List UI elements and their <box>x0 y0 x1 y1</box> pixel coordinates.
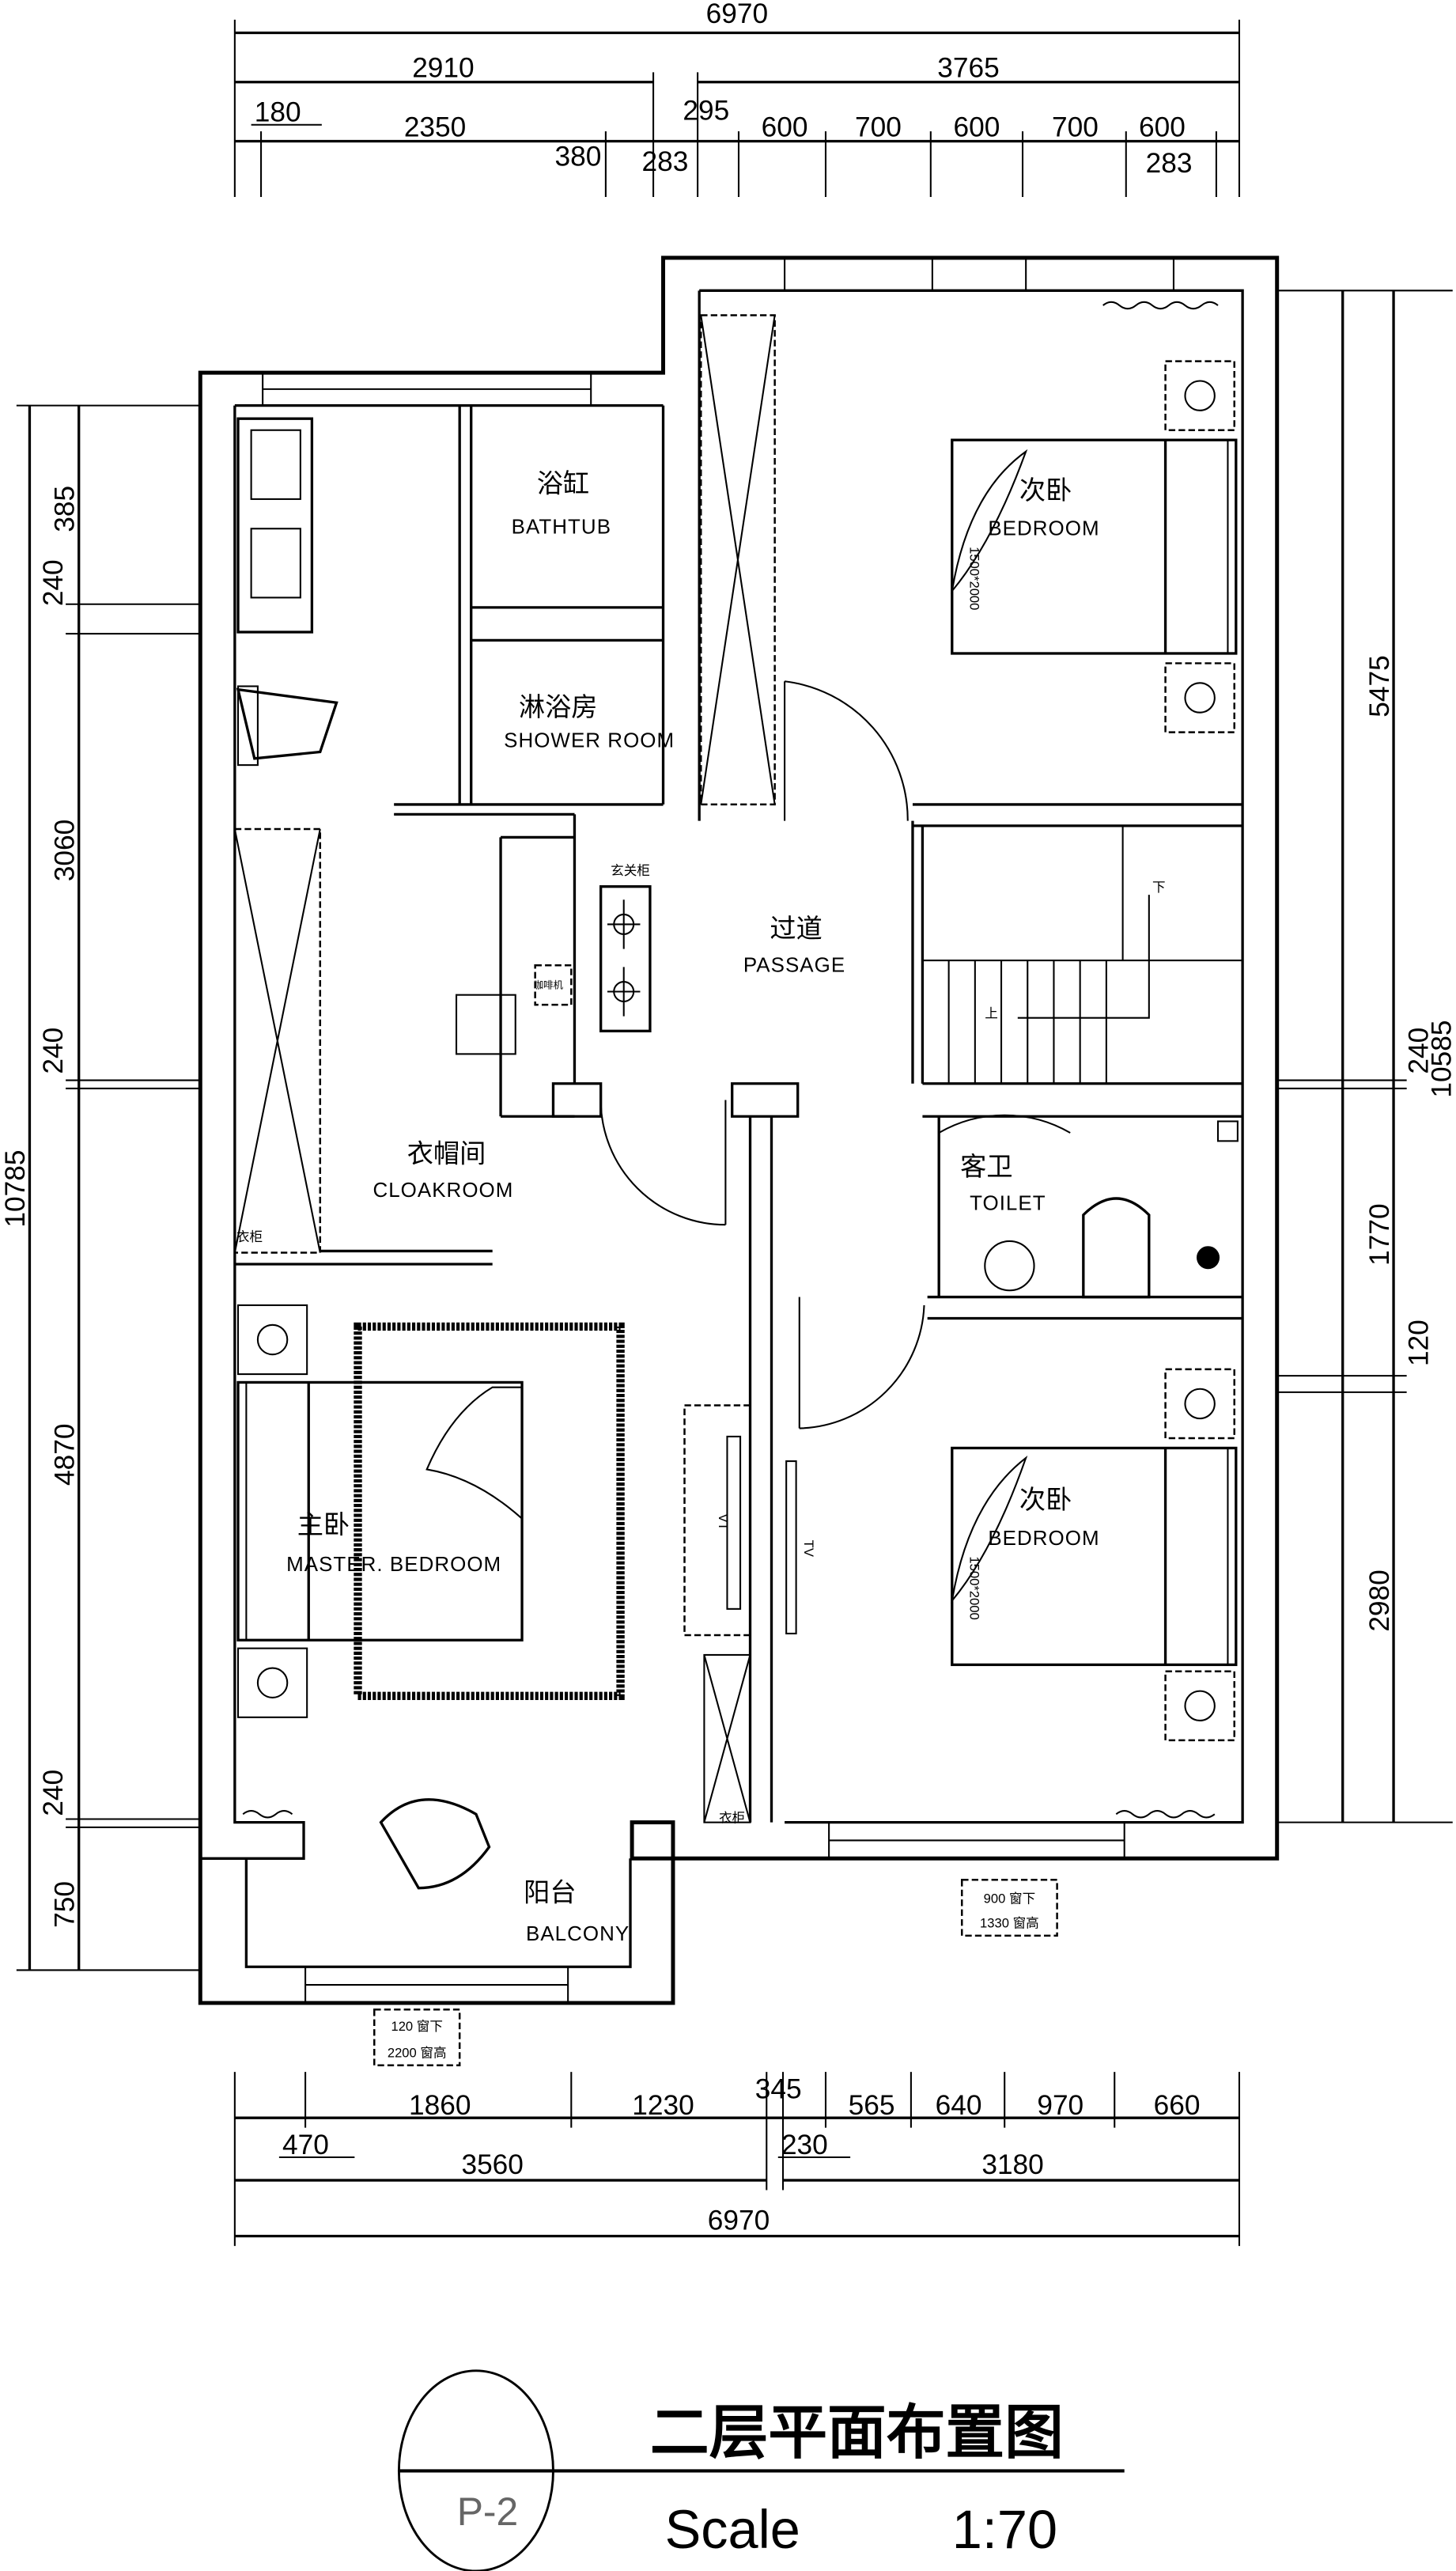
dim-right-240: 240 <box>1404 1028 1435 1074</box>
dim-top-283a: 283 <box>642 146 689 177</box>
dim-left-overall: 10785 <box>0 1150 31 1228</box>
window-note-bedroom-height: 1330 窗高 <box>980 1915 1039 1930</box>
dim-bottom-3180: 3180 <box>981 2149 1043 2180</box>
stairs-down-label: 下 <box>1152 880 1166 895</box>
window-note-balcony: 120 窗下 2200 窗高 <box>373 2008 461 2067</box>
right-dimensions: 5475 240 10585 1770 120 2980 <box>1276 290 1456 1823</box>
dim-left-240c: 240 <box>38 1770 69 1816</box>
left-dimensions: 10785 385 240 3060 240 4870 240 750 <box>0 404 201 1971</box>
dim-top-600c: 600 <box>1139 112 1186 142</box>
dim-bottom-230: 230 <box>781 2130 828 2160</box>
dim-bottom-470: 470 <box>282 2130 329 2160</box>
coffee-machine-label: 咖啡机 <box>534 979 564 990</box>
furniture: 衣柜 衣柜 玄关柜 咖啡机 VT TV <box>233 301 1239 1890</box>
wardrobe-master: 衣柜 <box>703 1653 751 1826</box>
dim-top-380: 380 <box>555 142 602 172</box>
dim-top-2910: 2910 <box>412 53 474 84</box>
dim-left-385: 385 <box>49 486 80 532</box>
bed-size-bottom: 1500*2000 <box>967 1556 982 1619</box>
dim-bottom-970: 970 <box>1037 2090 1083 2121</box>
dim-bottom-565: 565 <box>849 2090 895 2121</box>
bedroom-bed-bottom: 1500*2000 <box>951 1368 1238 1742</box>
dim-left-240a: 240 <box>38 559 69 606</box>
cloakroom-label-cn: 衣帽间 <box>407 1139 486 1168</box>
walls: 下 上 <box>198 256 1280 2005</box>
dim-top-3765: 3765 <box>937 53 999 84</box>
dim-top-700a: 700 <box>855 112 902 142</box>
dim-bottom-overall: 6970 <box>708 2205 770 2236</box>
window-note-bedroom-sill: 900 窗下 <box>984 1891 1035 1906</box>
dim-top-700b: 700 <box>1052 112 1099 142</box>
dim-right-120: 120 <box>1404 1320 1435 1366</box>
balcony-label-en: BALCONY <box>526 1923 630 1945</box>
shower-label-en: SHOWER ROOM <box>504 729 675 752</box>
master-label-cn: 主卧 <box>297 1510 350 1539</box>
bedroom-bed-top: 1500*2000 <box>951 360 1238 733</box>
wardrobe-bottom-label: 衣柜 <box>719 1811 745 1826</box>
dim-left-750: 750 <box>49 1881 80 1928</box>
bedroom-bottom-label-en: BEDROOM <box>988 1528 1099 1550</box>
dim-bottom-1860: 1860 <box>409 2090 471 2121</box>
dim-left-3060: 3060 <box>49 820 80 881</box>
window-note-bedroom: 900 窗下 1330 窗高 <box>960 1879 1058 1937</box>
dim-top-180: 180 <box>255 97 301 128</box>
bathtub-label-en: BATHTUB <box>512 516 611 538</box>
dim-right-2980: 2980 <box>1364 1569 1395 1631</box>
shower-label-cn: 淋浴房 <box>519 693 598 722</box>
tv-left-label: VT <box>716 1513 731 1530</box>
dim-right-5475: 5475 <box>1364 655 1395 717</box>
bedroom-top-label-cn: 次卧 <box>1019 476 1072 505</box>
dim-bottom-345: 345 <box>755 2073 802 2104</box>
master-label-en: MASTER. BEDROOM <box>286 1554 501 1576</box>
wardrobe-cloakroom: 衣柜 <box>233 827 322 1254</box>
bed-size-top: 1500*2000 <box>967 547 982 610</box>
dim-left-4870: 4870 <box>49 1424 80 1486</box>
tv-right-label: TV <box>801 1540 816 1557</box>
bathtub-label-cn: 浴缸 <box>537 470 589 499</box>
dim-right-1770: 1770 <box>1364 1203 1395 1265</box>
master-bed <box>236 1304 625 1718</box>
passage-label-en: PASSAGE <box>743 955 845 977</box>
scale-label: Scale <box>665 2499 800 2560</box>
dim-left-240b: 240 <box>38 1028 69 1074</box>
top-dimensions: 6970 2910 3765 180 2350 380 283 295 600 … <box>233 0 1241 198</box>
wardrobe-passage <box>700 314 776 806</box>
dim-top-2350: 2350 <box>404 112 466 142</box>
cloakroom-label-en: CLOAKROOM <box>373 1179 513 1202</box>
passage-label-cn: 过道 <box>770 914 822 944</box>
dim-bottom-660: 660 <box>1154 2090 1201 2121</box>
dim-bottom-1230: 1230 <box>632 2090 694 2121</box>
dim-right-overall: 10585 <box>1427 1020 1456 1098</box>
dim-bottom-640: 640 <box>936 2090 982 2121</box>
dim-top-283b: 283 <box>1146 148 1193 179</box>
window-note-balcony-height: 2200 窗高 <box>388 2045 447 2060</box>
dim-top-600a: 600 <box>762 112 808 142</box>
scale-value: 1:70 <box>952 2499 1057 2560</box>
bedroom-bottom-label-cn: 次卧 <box>1019 1486 1072 1515</box>
wardrobe-left-label: 衣柜 <box>236 1229 263 1244</box>
dim-bottom-3560: 3560 <box>461 2149 523 2180</box>
stairs-up-label: 上 <box>985 1006 998 1021</box>
drawing-title: 二层平面布置图 <box>650 2399 1064 2466</box>
room-labels: 浴缸 BATHTUB 淋浴房 SHOWER ROOM 次卧 BEDROOM 过道… <box>286 470 1099 1945</box>
dim-top-overall: 6970 <box>706 0 768 29</box>
balcony-label-cn: 阳台 <box>524 1878 576 1907</box>
bottom-dimensions: 1860 1230 345 565 640 970 660 470 3560 2… <box>233 2072 1241 2247</box>
window-note-balcony-sill: 120 窗下 <box>391 2019 442 2034</box>
toilet-label-en: TOILET <box>970 1193 1046 1215</box>
entry-cabinet-label: 玄关柜 <box>611 863 650 878</box>
toilet-label-cn: 客卫 <box>960 1153 1012 1182</box>
title-block: P-2 二层平面布置图 Scale 1:70 <box>397 2369 1125 2571</box>
dim-top-295: 295 <box>683 96 729 127</box>
sheet-number: P-2 <box>457 2490 519 2534</box>
bedroom-top-label-en: BEDROOM <box>988 518 1099 540</box>
staircase: 下 上 <box>921 825 1243 1084</box>
dim-top-600b: 600 <box>953 112 1000 142</box>
